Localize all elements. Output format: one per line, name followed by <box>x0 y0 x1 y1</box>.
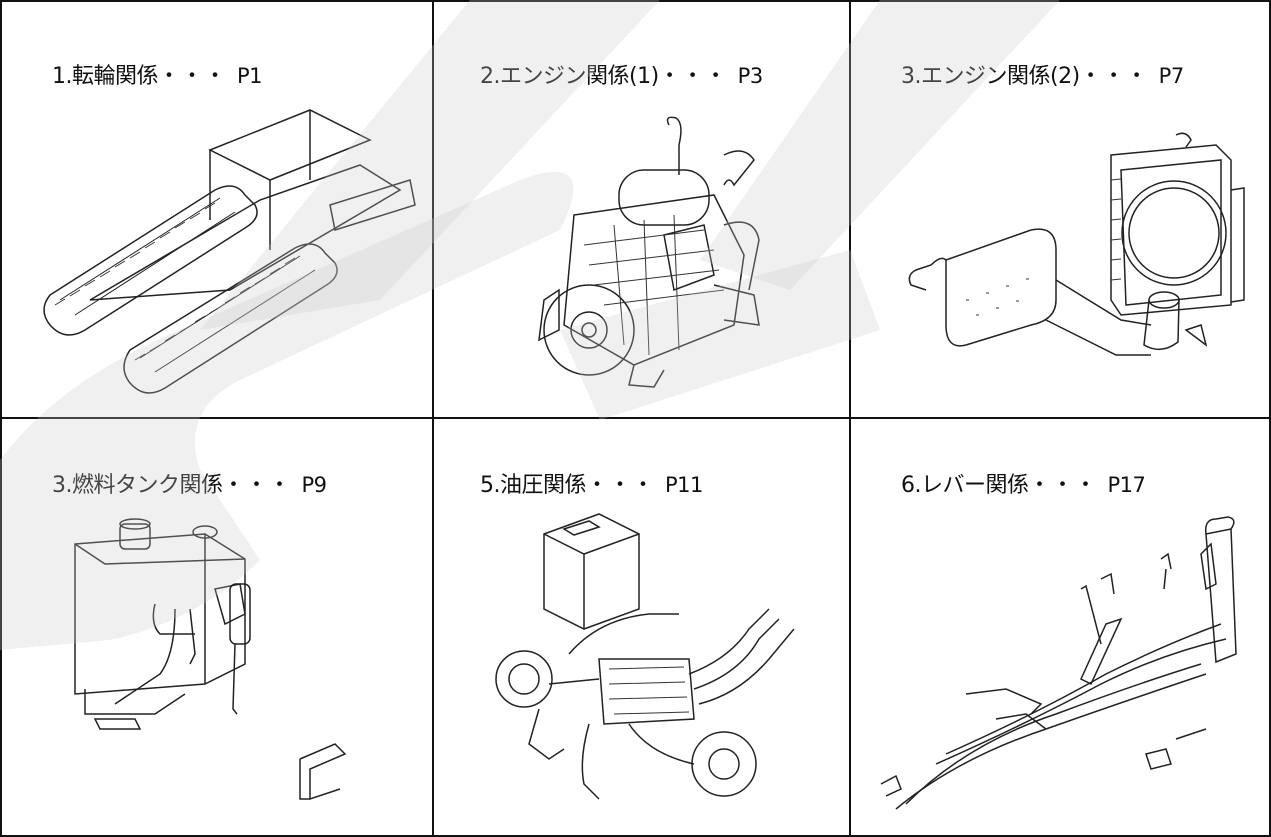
cell-title: 6.レバー関係・・・ P17 <box>901 467 1146 499</box>
fuel-tank-icon <box>74 518 347 801</box>
page-reference[interactable]: P3 <box>737 64 764 88</box>
engine-icon <box>538 116 760 388</box>
index-cell-hydraulics[interactable]: 5.油圧関係・・・ P11 <box>434 419 849 837</box>
page-reference[interactable]: P11 <box>665 473 703 497</box>
section-label: 1.転輪関係 <box>52 64 159 89</box>
page-reference[interactable]: P1 <box>237 64 263 88</box>
section-label: 6.レバー関係 <box>901 473 1029 498</box>
dot-leader: ・・・ <box>586 473 656 498</box>
section-label: 3.エンジン関係(2) <box>901 64 1080 89</box>
dot-leader: ・・・ <box>158 64 228 89</box>
cell-title: 5.油圧関係・・・ P11 <box>480 467 703 499</box>
index-cell-levers[interactable]: 6.レバー関係・・・ P17 <box>851 419 1271 837</box>
section-label: 2.エンジン関係(1) <box>480 64 659 89</box>
cell-title: 1.転輪関係・・・ P1 <box>52 58 263 90</box>
dot-leader: ・・・ <box>1079 64 1149 89</box>
index-cell-undercarriage[interactable]: 1.転輪関係・・・ P1 <box>0 0 432 417</box>
section-label: 5.油圧関係 <box>480 473 587 498</box>
page-reference[interactable]: P17 <box>1107 473 1146 497</box>
dot-leader: ・・・ <box>222 473 292 498</box>
control-levers-icon <box>880 516 1237 810</box>
radiator-muffler-icon <box>908 132 1245 356</box>
index-cell-engine-1[interactable]: 2.エンジン関係(1)・・・ P3 <box>434 0 849 417</box>
index-cell-engine-2[interactable]: 3.エンジン関係(2)・・・ P7 <box>851 0 1271 417</box>
dot-leader: ・・・ <box>1028 473 1098 498</box>
dot-leader: ・・・ <box>658 64 728 89</box>
crawler-undercarriage-icon <box>43 109 416 394</box>
cell-title: 3.エンジン関係(2)・・・ P7 <box>901 58 1184 90</box>
divider-horizontal <box>0 417 1271 419</box>
section-label: 3.燃料タンク関係 <box>52 473 223 498</box>
cell-title: 2.エンジン関係(1)・・・ P3 <box>480 58 763 90</box>
page-reference[interactable]: P7 <box>1158 64 1185 88</box>
cell-title: 3.燃料タンク関係・・・ P9 <box>52 467 327 499</box>
index-cell-fuel-tank[interactable]: 3.燃料タンク関係・・・ P9 <box>0 419 432 837</box>
hydraulic-system-icon <box>495 513 795 800</box>
page-reference[interactable]: P9 <box>301 473 328 497</box>
